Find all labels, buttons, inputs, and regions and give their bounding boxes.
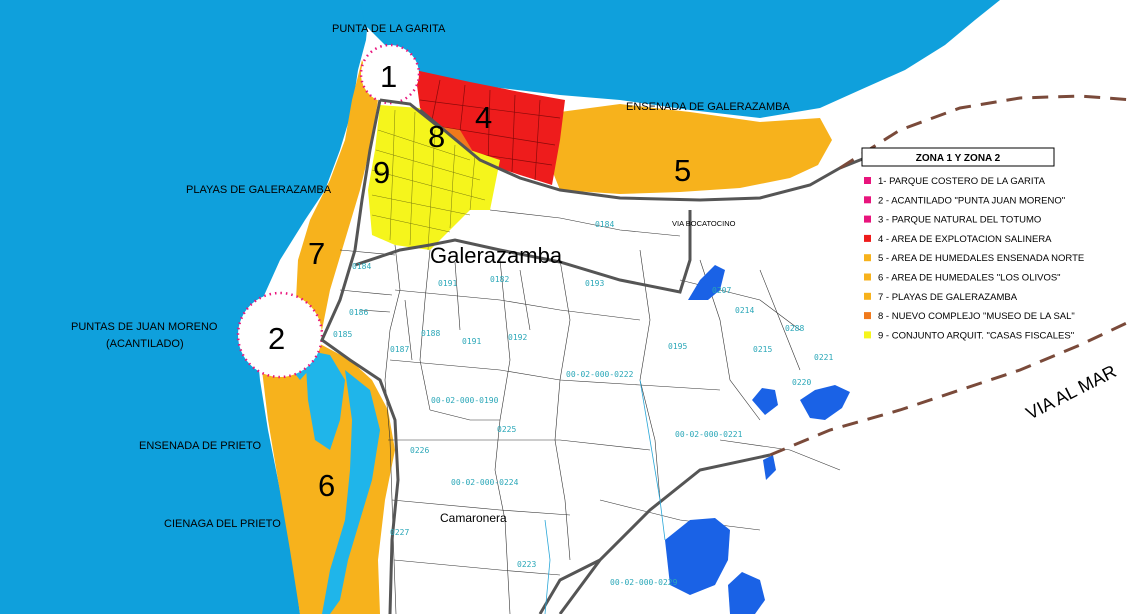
zone-number-6: 6 bbox=[318, 468, 335, 503]
legend-swatch bbox=[864, 177, 871, 184]
label-ensenada-galerazamba: ENSENADA DE GALERAZAMBA bbox=[626, 101, 790, 113]
sea-north bbox=[360, 0, 1000, 118]
parcel-code: 0227 bbox=[390, 528, 409, 537]
legend-swatch bbox=[864, 196, 871, 204]
zone-number-2: 2 bbox=[268, 321, 285, 356]
parcel-code: 0214 bbox=[735, 306, 754, 315]
zone-number-8: 8 bbox=[428, 119, 445, 154]
legend-item-label: 1- PARQUE COSTERO DE LA GARITA bbox=[878, 176, 1046, 187]
parcel-code: 00-02-000-0221 bbox=[675, 430, 743, 439]
lagoons-east bbox=[665, 265, 850, 614]
zone-1-circle bbox=[359, 43, 421, 105]
legend-title: ZONA 1 Y ZONA 2 bbox=[916, 153, 1001, 164]
parcel-code: 0187 bbox=[390, 345, 409, 354]
via-al-mar-route bbox=[769, 318, 1133, 457]
zone-number-7: 7 bbox=[308, 236, 325, 271]
label-puntas-juan-moreno: PUNTAS DE JUAN MORENO bbox=[71, 321, 218, 333]
parcel-code: 0220 bbox=[792, 378, 811, 387]
legend-swatch bbox=[864, 215, 871, 223]
sea-west bbox=[0, 0, 370, 614]
parcel-code: 00-02-000-0222 bbox=[566, 370, 634, 379]
parcel-code: 00-02-000-0190 bbox=[431, 396, 499, 405]
legend-swatch bbox=[864, 292, 871, 300]
parcel-code: 0191 bbox=[462, 337, 481, 346]
parcel-code: 0226 bbox=[410, 446, 429, 455]
legend-item-label: 8 - NUEVO COMPLEJO "MUSEO DE LA SAL" bbox=[878, 311, 1075, 322]
label-ensenada-prieto: ENSENADA DE PRIETO bbox=[139, 440, 261, 452]
label-acantilado: (ACANTILADO) bbox=[106, 338, 184, 350]
parcel-code: 0186 bbox=[349, 308, 368, 317]
lagoon-prieto bbox=[305, 350, 345, 450]
legend-item-label: 4 - AREA DE EXPLOTACION SALINERA bbox=[878, 234, 1052, 245]
zone-number-9: 9 bbox=[373, 155, 390, 190]
parcel-code: 00-02-000-0224 bbox=[451, 478, 519, 487]
legend-swatch bbox=[864, 331, 871, 339]
label-playas-galerazamba: PLAYAS DE GALERAZAMBA bbox=[186, 184, 332, 196]
parcel-code: 0225 bbox=[497, 425, 516, 434]
parcel-codes: 0184 0182 0193 0191 0184 0186 0185 0187 … bbox=[333, 220, 833, 587]
parcel-code: 0223 bbox=[517, 560, 536, 569]
legend-item-label: 9 - CONJUNTO ARQUIT. "CASAS FISCALES" bbox=[878, 330, 1074, 341]
houses-street-grid bbox=[371, 109, 486, 251]
parcel-code: 0207 bbox=[712, 286, 731, 295]
upper-boundary-route bbox=[839, 94, 1133, 170]
zone-7-beach bbox=[296, 60, 378, 330]
zone-9-houses bbox=[368, 105, 500, 250]
parcel-code: 0188 bbox=[421, 329, 440, 338]
parcel-code: 0184 bbox=[352, 262, 371, 271]
legend-item-label: 6 - AREA DE HUMEDALES "LOS OLIVOS" bbox=[878, 273, 1061, 284]
legend-swatch bbox=[864, 312, 871, 320]
legend-swatch bbox=[864, 254, 871, 262]
legend-item-label: 5 - AREA DE HUMEDALES ENSENADA NORTE bbox=[878, 253, 1084, 264]
legend-item-label: 3 - PARQUE NATURAL DEL TOTUMO bbox=[878, 215, 1041, 226]
zone-2-circle bbox=[236, 291, 324, 379]
legend-swatch bbox=[864, 273, 871, 281]
parcel-code: 00-02-000-0229 bbox=[610, 578, 678, 587]
parcel-code: 0288 bbox=[785, 324, 804, 333]
label-via-bocatocino: VIA BOCATOCINO bbox=[672, 219, 736, 228]
label-camaronera: Camaronera bbox=[440, 511, 507, 525]
parcel-code: 0184 bbox=[595, 220, 614, 229]
legend-title-box bbox=[861, 147, 1055, 167]
zone-number-1: 1 bbox=[380, 59, 397, 94]
label-cienaga-prieto: CIENAGA DEL PRIETO bbox=[164, 518, 281, 530]
legend-swatch bbox=[864, 234, 871, 242]
label-galerazamba-town: Galerazamba bbox=[430, 243, 563, 268]
zone-5-wetland bbox=[548, 104, 832, 194]
legend-item-label: 2 - ACANTILADO "PUNTA JUAN MORENO" bbox=[878, 195, 1065, 206]
zone-number-5: 5 bbox=[674, 153, 691, 188]
main-roads bbox=[320, 98, 881, 614]
creeks bbox=[544, 379, 666, 614]
parcel-code: 0193 bbox=[585, 279, 604, 288]
zone-number-4: 4 bbox=[475, 100, 492, 135]
label-punta-garita: PUNTA DE LA GARITA bbox=[332, 23, 446, 35]
zone-4-saline bbox=[415, 70, 565, 185]
parcel-code: 0182 bbox=[490, 275, 509, 284]
parcel-code: 0185 bbox=[333, 330, 352, 339]
parcel-code: 0195 bbox=[668, 342, 687, 351]
parcel-code: 0191 bbox=[438, 279, 457, 288]
parcel-code: 0221 bbox=[814, 353, 833, 362]
parcel-code: 0192 bbox=[508, 333, 527, 342]
legend-items: 1- PARQUE COSTERO DE LA GARITA 2 - ACANTI… bbox=[864, 176, 1084, 341]
legend: ZONA 1 Y ZONA 2 1- PARQUE COSTERO DE LA … bbox=[861, 147, 1084, 341]
parcel-code: 0215 bbox=[753, 345, 772, 354]
lagoon-cienaga bbox=[322, 370, 380, 614]
legend-item-label: 7 - PLAYAS DE GALERAZAMBA bbox=[878, 292, 1018, 303]
